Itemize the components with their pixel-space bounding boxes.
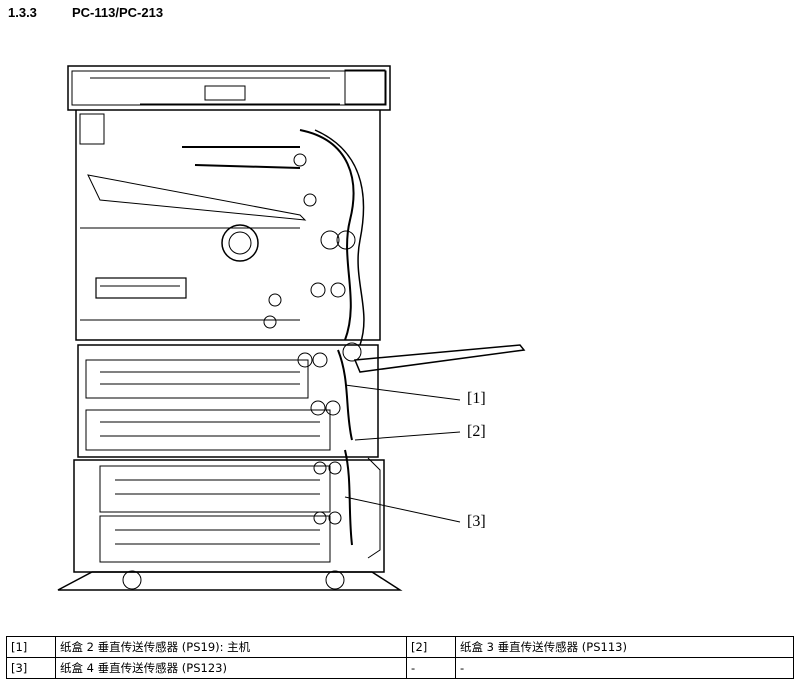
- paper-feed-cabinet: [57, 449, 403, 591]
- table-row: [1] 纸盒 2 垂直传送传感器 (PS19): 主机 [2] 纸盒 3 垂直传…: [6, 636, 794, 658]
- leader-line-3: [344, 496, 461, 523]
- bypass-tray: [342, 342, 526, 373]
- callout-3: [3]: [467, 513, 486, 530]
- legend-index: [1]: [6, 636, 56, 658]
- section-number: 1.3.3: [8, 5, 37, 20]
- main-body: [75, 110, 381, 346]
- legend-table: [1] 纸盒 2 垂直传送传感器 (PS19): 主机 [2] 纸盒 3 垂直传…: [6, 636, 794, 679]
- main-trays: [77, 344, 379, 458]
- leader-line-2: [354, 431, 461, 441]
- table-row: [3] 纸盒 4 垂直传送传感器 (PS123) - -: [6, 657, 794, 679]
- callout-2: [2]: [467, 423, 486, 440]
- section-title: PC-113/PC-213: [72, 5, 164, 20]
- legend-description: 纸盒 2 垂直传送传感器 (PS19): 主机: [55, 636, 407, 658]
- legend-description: 纸盒 3 垂直传送传感器 (PS113): [455, 636, 794, 658]
- leader-line-1: [344, 384, 461, 401]
- section-heading: 1.3.3 PC-113/PC-213: [8, 5, 163, 20]
- legend-index: [2]: [406, 636, 456, 658]
- legend-description: 纸盒 4 垂直传送传感器 (PS123): [55, 657, 407, 679]
- legend-description: -: [455, 657, 794, 679]
- legend-index: [3]: [6, 657, 56, 679]
- scanner-unit: [67, 65, 391, 111]
- callout-1: [1]: [467, 390, 486, 407]
- legend-index: -: [406, 657, 456, 679]
